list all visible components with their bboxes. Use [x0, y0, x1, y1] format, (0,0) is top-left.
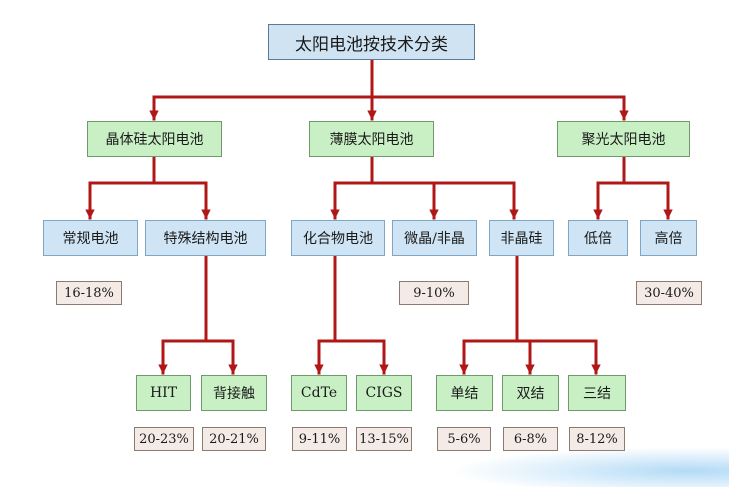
sub-conventional: 常规电池: [43, 220, 138, 256]
leaf-cigs: CIGS: [356, 375, 412, 411]
leaf-double-junction: 双结: [502, 375, 559, 411]
sub-special-structure: 特殊结构电池: [145, 220, 266, 256]
root-node: 太阳电池按技术分类: [268, 24, 475, 60]
classification-diagram: 太阳电池按技术分类 晶体硅太阳电池 薄膜太阳电池 聚光太阳电池 常规电池 特殊结…: [43, 24, 729, 487]
leaf-back-contact: 背接触: [201, 375, 267, 411]
efficiency-cigs: 13-15%: [356, 427, 412, 451]
category-crystal-silicon: 晶体硅太阳电池: [87, 121, 222, 157]
efficiency-concentrator: 30-40%: [636, 281, 702, 305]
leaf-hit: HIT: [136, 375, 191, 411]
sub-microcrystal-amorphous: 微晶/非晶: [392, 220, 477, 256]
leaf-cdte: CdTe: [291, 375, 347, 411]
category-thin-film: 薄膜太阳电池: [309, 121, 434, 157]
sub-high-concentration: 高倍: [640, 220, 697, 256]
efficiency-back-contact: 20-21%: [202, 427, 266, 451]
efficiency-cdte: 9-11%: [292, 427, 347, 451]
leaf-single-junction: 单结: [436, 375, 493, 411]
efficiency-microcrystal: 9-10%: [399, 281, 469, 305]
leaf-triple-junction: 三结: [568, 375, 626, 411]
category-concentrator: 聚光太阳电池: [557, 121, 690, 157]
connector-lines: [85, 58, 673, 375]
sub-low-concentration: 低倍: [568, 220, 628, 256]
sub-compound: 化合物电池: [291, 220, 385, 256]
efficiency-hit: 20-23%: [134, 427, 194, 451]
decorative-glow: [449, 447, 729, 487]
efficiency-conventional: 16-18%: [56, 281, 122, 305]
sub-amorphous-silicon: 非晶硅: [489, 220, 554, 256]
